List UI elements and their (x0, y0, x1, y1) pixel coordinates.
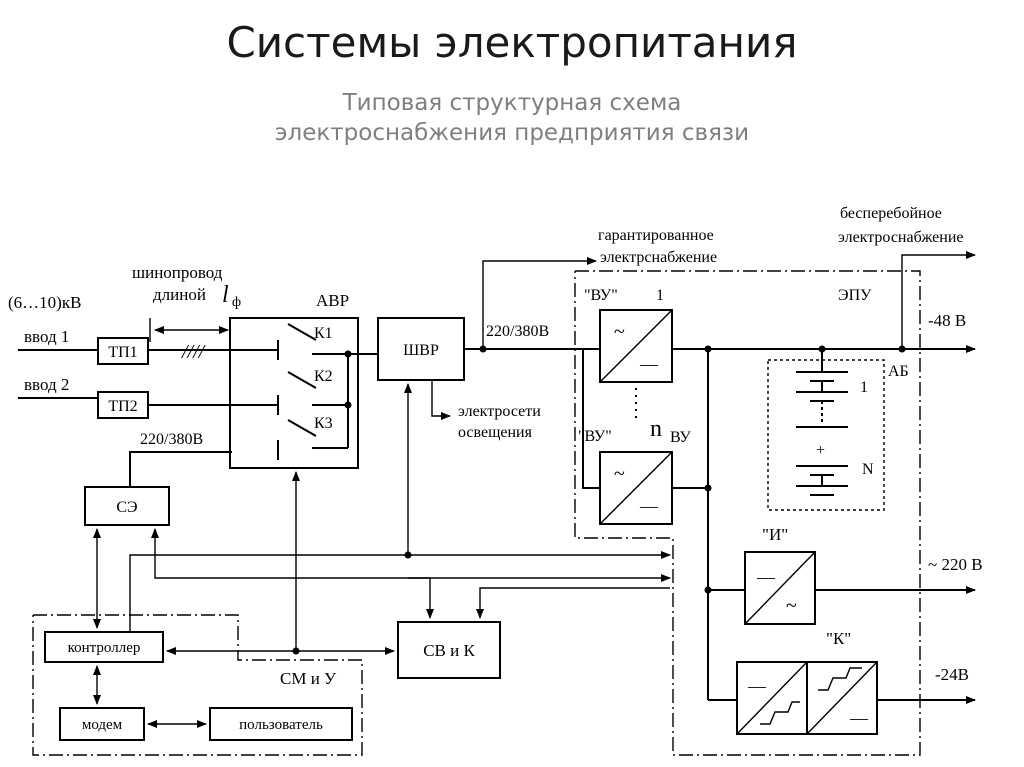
svk-input-2 (476, 587, 670, 619)
guaranteed-label-1: гарантированное (598, 227, 714, 244)
vu-bottom-minus: — (639, 496, 659, 516)
converter-curve-1 (760, 701, 800, 725)
label-220-380-right: 220/380В (486, 323, 549, 340)
guaranteed-arrow (482, 257, 597, 349)
tp2-label: ТП2 (108, 398, 137, 415)
converter-minus-1: — (747, 676, 767, 696)
label-220-380-left: 220/380В (140, 431, 203, 448)
user-block (209, 707, 353, 741)
epu-frame (574, 270, 921, 756)
shvr-label: ШВР (403, 342, 439, 359)
label-voltage-in: (6…10)кВ (8, 293, 81, 312)
busway-label-2: длиной (153, 285, 206, 304)
converter-minus-2: — (849, 708, 869, 728)
busway-label-1: шинопровод (132, 263, 223, 282)
se-epu-link (151, 528, 671, 582)
inverter-tilde: ~ (786, 595, 797, 617)
vu-top-label: "ВУ" (584, 287, 618, 304)
uninterrupted-label-1: бесперебойное (840, 205, 942, 222)
slide-title: Системы электропитания (226, 18, 798, 67)
busway-slashes: //// (181, 341, 207, 363)
controller-block (44, 631, 164, 663)
k1-label: К1 (314, 325, 333, 342)
battery-n-label: N (862, 461, 874, 478)
epu-label: ЭПУ (838, 287, 872, 304)
out-48-label: -48 В (928, 311, 966, 330)
se-label: СЭ (116, 499, 137, 516)
busway-sub: ф (232, 295, 241, 310)
inverter-minus: — (756, 567, 776, 587)
smu-frame (32, 614, 363, 756)
vu-top-tilde: ~ (614, 321, 625, 343)
smu-label: СМ и У (280, 669, 337, 688)
vu-bottom-tilde: ~ (614, 463, 625, 485)
modem-label: модем (82, 717, 123, 733)
k2-label: К2 (314, 368, 333, 385)
user-label: пользователь (239, 717, 323, 733)
out-220-label: ~ 220 В (928, 555, 983, 574)
switch-k1 (287, 323, 317, 341)
subtitle-line-2: электроснабжения предприятия связи (274, 120, 750, 146)
switch-k2 (287, 371, 317, 389)
avr-block (229, 317, 359, 469)
svk-input-1 (408, 577, 434, 619)
battery-1-label: 1 (860, 379, 868, 396)
n-vu-label: n (650, 416, 662, 442)
modem-block (59, 707, 145, 741)
slide-subtitle: Типовая структурная схема электроснабжен… (0, 88, 1024, 148)
battery-plus: + (816, 442, 825, 459)
avr-to-se-line (129, 451, 232, 487)
uninterrupted-label-2: электроснабжение (838, 229, 964, 246)
vu-bottom-label: "ВУ" (578, 428, 612, 445)
vu-bottom-feed (582, 349, 600, 489)
tp1-block (97, 337, 149, 365)
converter-label: "К" (826, 629, 851, 648)
lighting-arrow (431, 380, 451, 420)
subtitle-line-1: Типовая структурная схема (342, 90, 682, 116)
guaranteed-label-2: электрснабжение (600, 249, 717, 266)
n-vu-sub: ВУ (670, 429, 691, 446)
vu-top-number: 1 (656, 287, 664, 304)
label-input-2: ввод 2 (24, 375, 69, 394)
k3-label: К3 (314, 415, 333, 432)
out-24-label: -24В (935, 665, 969, 684)
avr-label: АВР (316, 291, 349, 310)
tp1-label: ТП1 (108, 344, 137, 361)
ab-label: АБ (888, 363, 909, 380)
label-input-1: ввод 1 (24, 327, 69, 346)
controller-label: контроллер (68, 640, 141, 656)
uninterrupted-arrow (901, 251, 976, 349)
converter-curve-2 (818, 667, 862, 691)
lighting-label-2: освещения (458, 424, 533, 441)
controller-epu-link (129, 551, 671, 632)
svk-label: СВ и К (423, 641, 475, 660)
inverter-label: "И" (762, 525, 788, 544)
se-block (84, 486, 170, 526)
shvr-block (377, 317, 465, 381)
busway-symbol: l (222, 282, 229, 308)
vu-top-minus: — (639, 354, 659, 374)
switch-k3 (287, 419, 317, 437)
svk-block (397, 621, 501, 679)
battery-frame (767, 359, 885, 511)
lighting-label-1: электросети (458, 403, 541, 420)
